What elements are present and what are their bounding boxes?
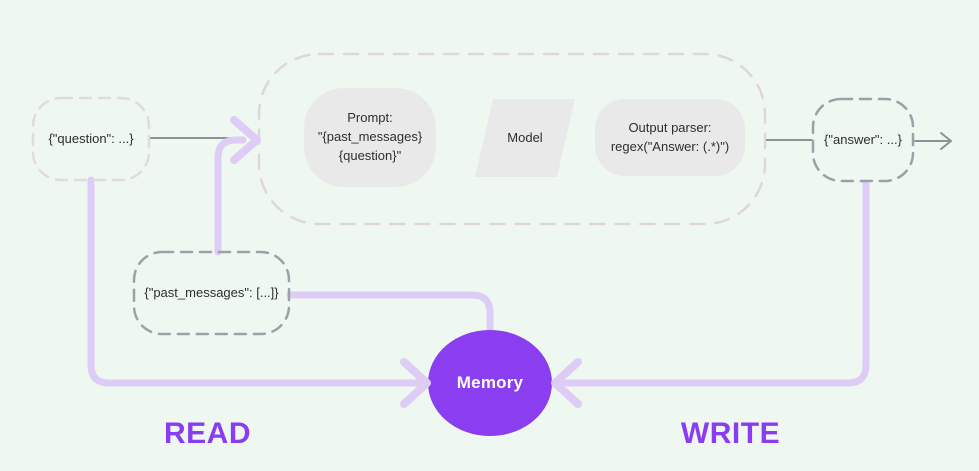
model-node: [475, 99, 575, 177]
answer-output-arrow: [914, 132, 952, 150]
answer-node: [811, 97, 915, 183]
memory-node: [428, 330, 552, 436]
write-arrowhead-icon: [551, 358, 582, 408]
read-path: [87, 176, 428, 387]
read-arrowhead-icon: [400, 358, 431, 408]
past-messages-to-chain-path: [214, 136, 247, 256]
chain-input-arrowhead-icon: [230, 116, 261, 164]
question-node: [31, 96, 151, 182]
prompt-node: [304, 88, 436, 187]
past-messages-node: [132, 250, 291, 336]
output-parser-node: [595, 99, 745, 176]
write-path: [554, 179, 870, 387]
past-messages-to-memory-path: [286, 291, 494, 337]
